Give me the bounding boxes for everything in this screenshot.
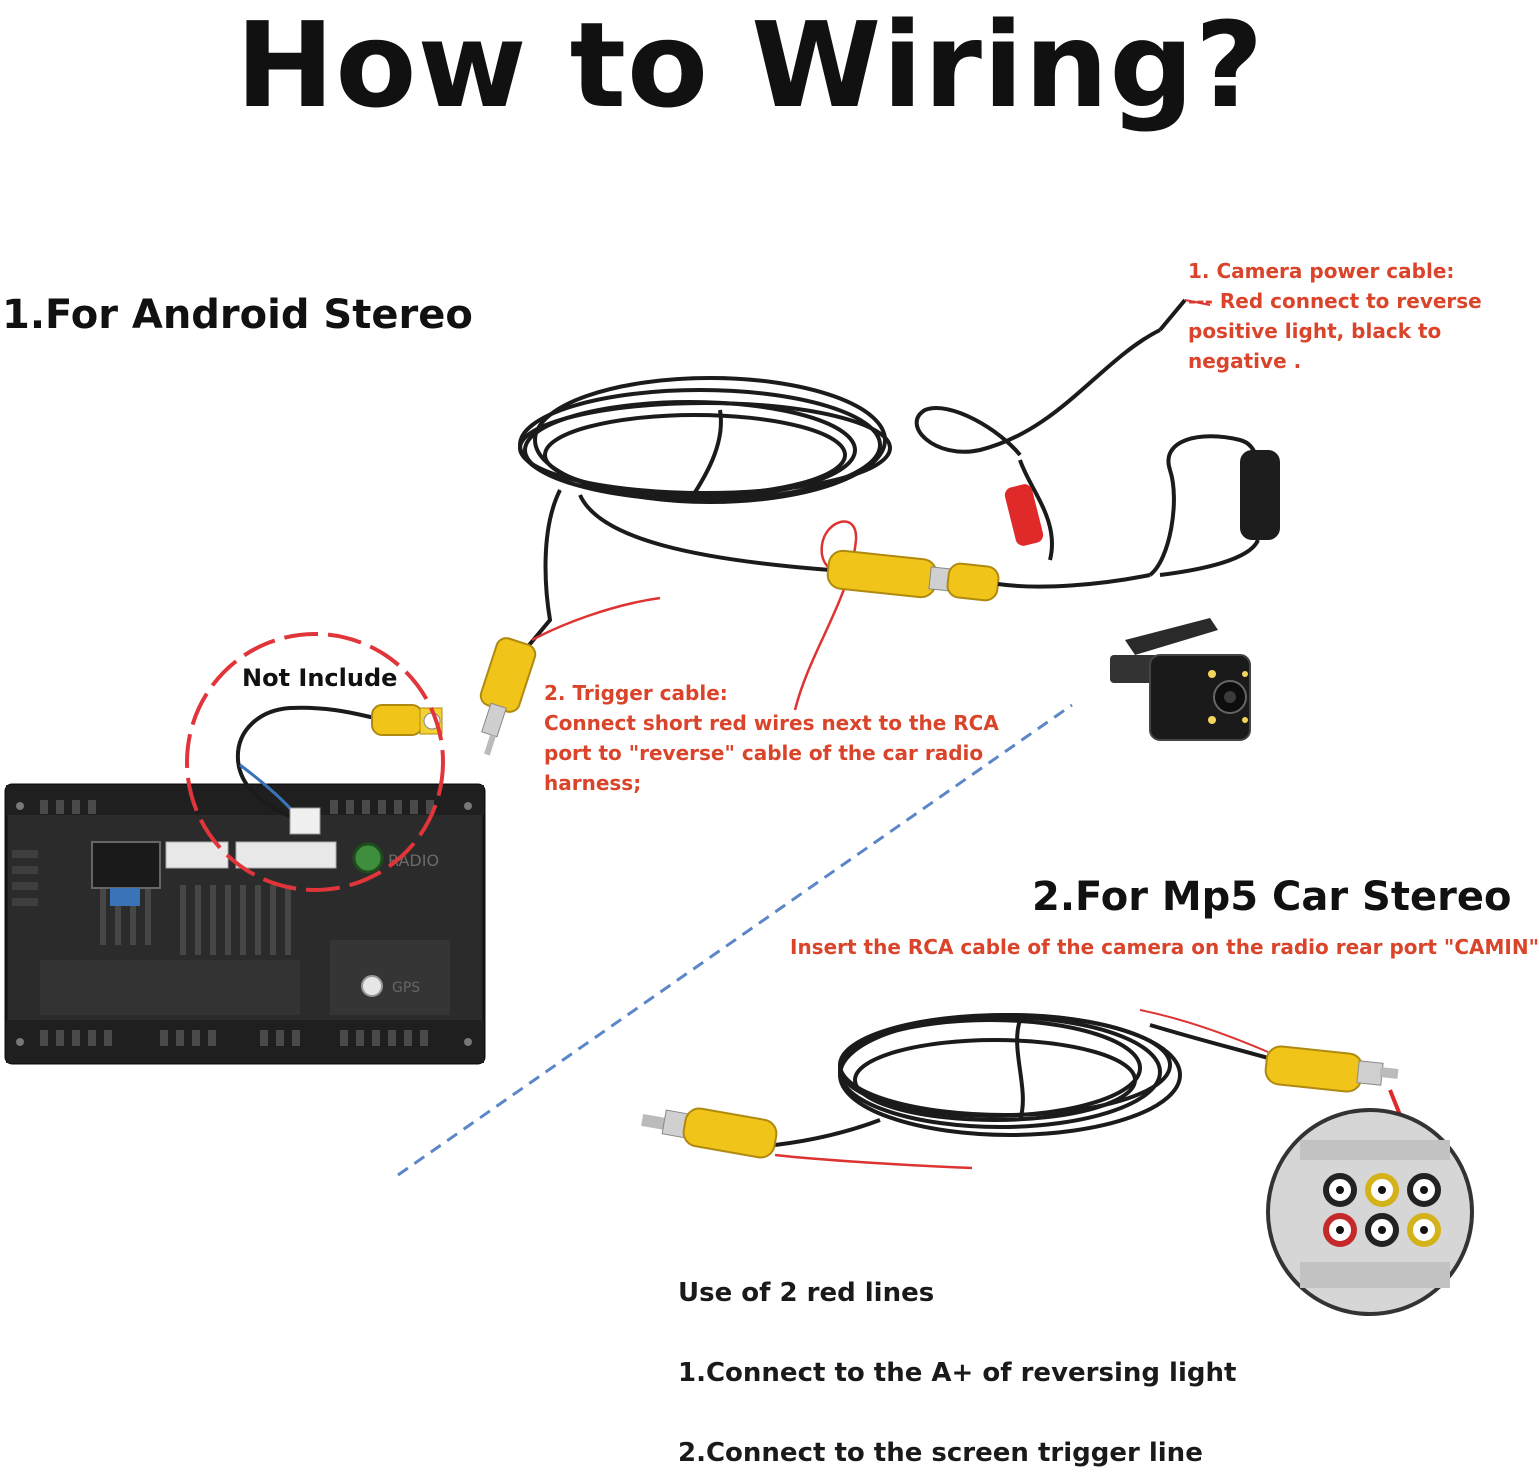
camera-cable-coil xyxy=(518,376,892,652)
mp5-red-wire-bottom xyxy=(774,1153,973,1170)
not-include-highlight-circle xyxy=(185,632,445,892)
red-lines-step: 2.Connect to the screen trigger line xyxy=(678,1438,1203,1468)
not-include-label: Not Include xyxy=(242,664,398,692)
camera-power-note-line: positive light, black to xyxy=(1188,319,1442,343)
trigger-note-line: harness; xyxy=(544,771,642,795)
power-wire-tip xyxy=(1184,299,1211,306)
red-lines-title: Use of 2 red lines xyxy=(678,1278,935,1308)
power-cable-loops xyxy=(914,298,1261,577)
dashed-divider xyxy=(397,703,1073,1177)
gps-port-label: GPS xyxy=(392,980,420,996)
android-stereo-unit: RADIO GPS xyxy=(4,783,486,1065)
rca-plug-right xyxy=(1264,1045,1399,1093)
rear-port-closeup xyxy=(1266,1108,1474,1316)
red-annotation-loop xyxy=(793,520,871,711)
section-title-mp5: 2.For Mp5 Car Stereo xyxy=(1032,874,1512,920)
trigger-cable-note: 2. Trigger cable: Connect short red wire… xyxy=(544,678,999,798)
rca-connector-middle xyxy=(826,549,1000,602)
rca-plug-left xyxy=(479,637,537,756)
red-trigger-wire xyxy=(531,596,661,642)
section-title-android: 1.For Android Stereo xyxy=(2,292,473,338)
camera-video-cable xyxy=(997,573,1151,589)
power-filter-box xyxy=(1240,450,1280,540)
camera-power-note: 1. Camera power cable: --- Red connect t… xyxy=(1188,256,1482,376)
camera-power-note-line: negative . xyxy=(1188,349,1302,373)
red-power-connector xyxy=(1004,484,1044,546)
red-lines-step: 1.Connect to the A+ of reversing light xyxy=(678,1358,1237,1388)
insert-rca-note: Insert the RCA cable of the camera on th… xyxy=(790,935,1539,959)
page-title: How to Wiring? xyxy=(235,0,1265,134)
camera-power-note-line: 1. Camera power cable: xyxy=(1188,259,1455,283)
backup-camera xyxy=(1110,618,1251,741)
wiring-illustration: RADIO GPS xyxy=(4,298,1474,1316)
trigger-note-line: Connect short red wires next to the RCA xyxy=(544,711,999,735)
camera-power-note-line: --- Red connect to reverse xyxy=(1188,289,1482,313)
rca-plug-bottom-left xyxy=(641,1107,778,1159)
trigger-note-line: 2. Trigger cable: xyxy=(544,681,728,705)
trigger-note-line: port to "reverse" cable of the car radio xyxy=(544,741,984,765)
mp5-red-wire-top xyxy=(1139,1009,1269,1053)
mp5-cable-coil xyxy=(774,1013,1269,1147)
